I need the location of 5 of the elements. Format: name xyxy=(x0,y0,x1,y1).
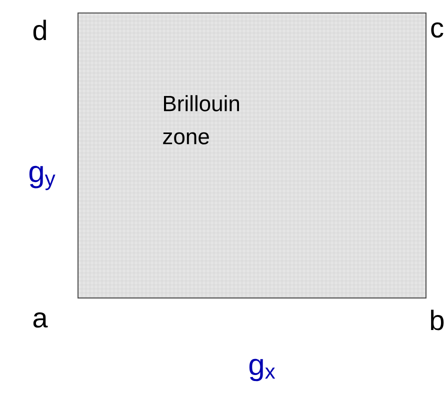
corner-label: a xyxy=(33,312,48,328)
corner-label: b xyxy=(431,310,444,330)
vector-label: g$_{x}$ xyxy=(249,358,276,382)
corner-label: d xyxy=(33,20,46,40)
zone-square: Brillouin zone xyxy=(78,12,426,298)
